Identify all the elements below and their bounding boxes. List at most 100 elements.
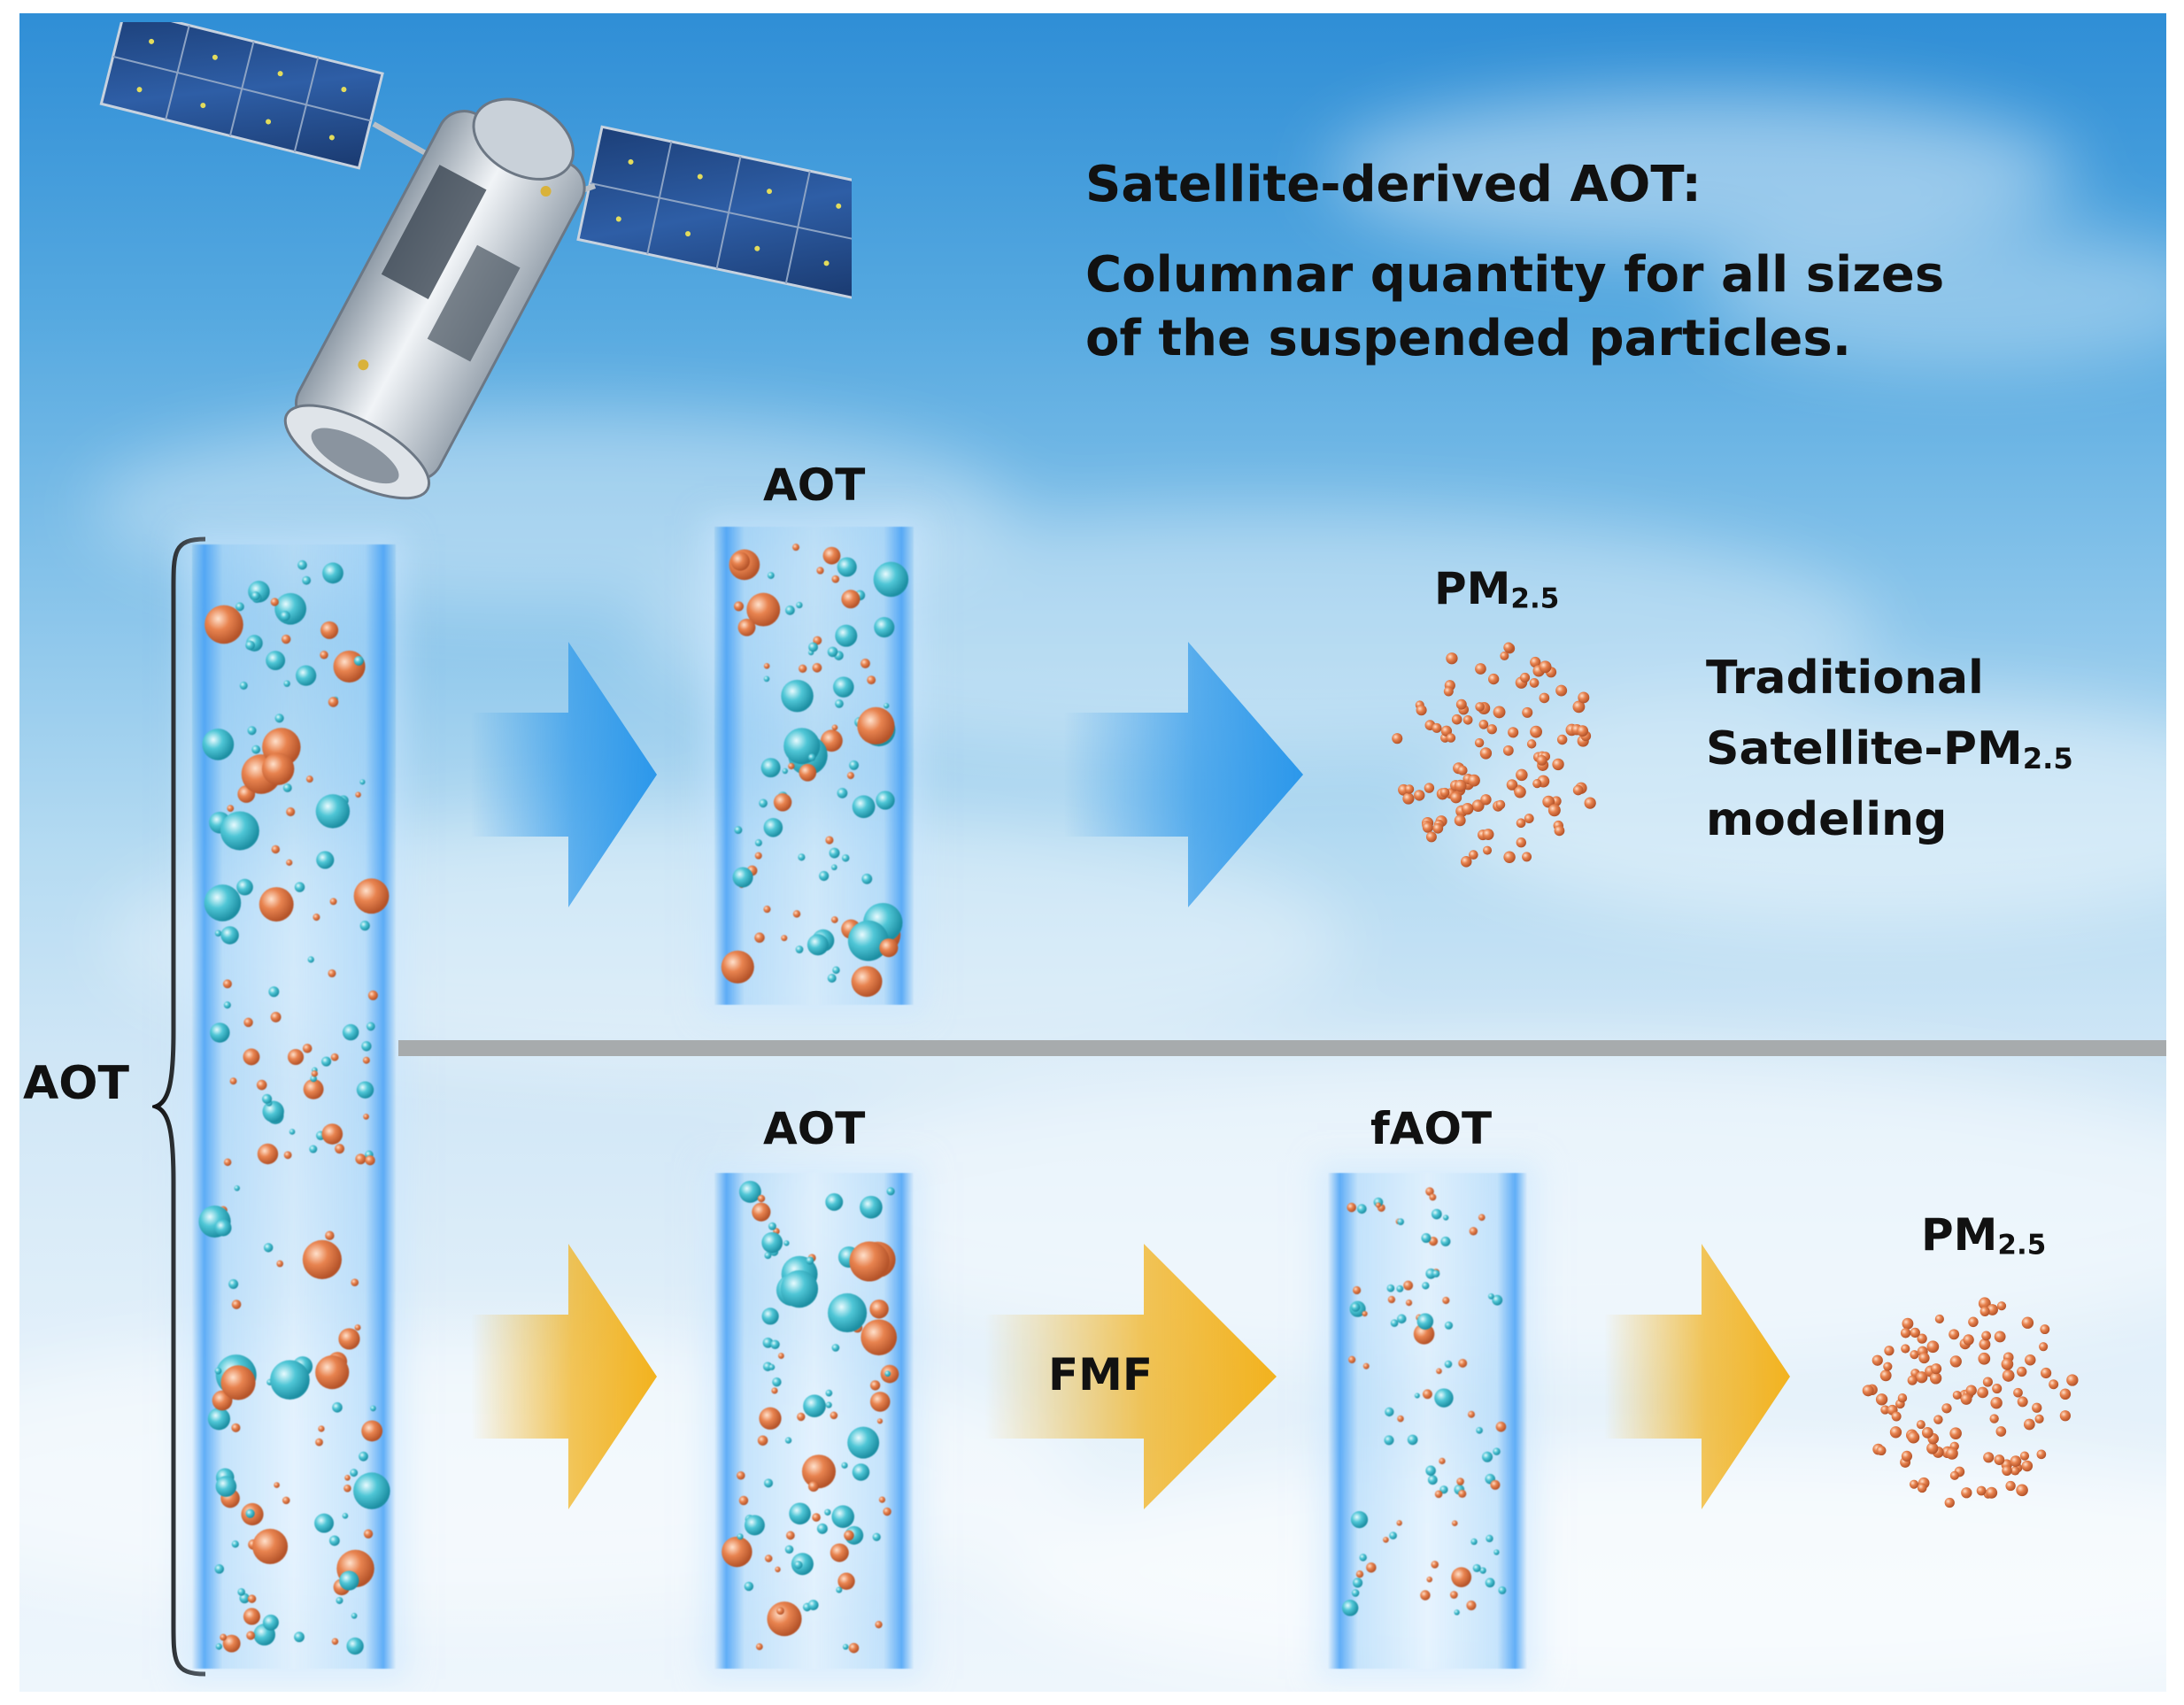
orange-particle (1554, 825, 1565, 837)
brace-icon (152, 536, 206, 1677)
orange-particle (792, 544, 800, 552)
cyan-particle (1482, 1451, 1493, 1462)
orange-particle (1404, 784, 1415, 794)
cyan-particle (836, 1586, 843, 1593)
orange-particle (1526, 739, 1537, 749)
orange-particle (1458, 1489, 1467, 1498)
orange-particle (797, 1412, 806, 1422)
orange-particle (355, 791, 361, 798)
cyan-particle (806, 934, 829, 956)
cyan-particle (825, 1401, 832, 1408)
orange-particle (1520, 672, 1531, 683)
cyan-particle (764, 1252, 772, 1260)
orange-particle (1995, 1426, 2007, 1437)
cyan-particle (231, 1540, 239, 1548)
orange-particle (1429, 1193, 1437, 1201)
orange-particle (1907, 1375, 1918, 1385)
orange-particle (812, 1513, 821, 1522)
cyan-particle (842, 1644, 849, 1650)
orange-particle (2005, 1480, 2016, 1492)
cyan-particle (784, 1545, 794, 1555)
cyan-particle (1351, 1302, 1361, 1312)
orange-particle (1493, 706, 1506, 719)
arrow-icon (471, 642, 657, 907)
cyan-particle (361, 1041, 372, 1052)
cyan-particle (734, 826, 743, 835)
cyan-particle (220, 926, 239, 945)
orange-particle (1917, 1483, 1927, 1493)
cyan-particle (359, 921, 370, 931)
orange-particle (320, 651, 328, 660)
orange-particle (1883, 1362, 1893, 1371)
orange-particle (330, 1053, 339, 1061)
traditional-line-1: Traditional (1706, 652, 1984, 705)
orange-particle (757, 1194, 766, 1203)
orange-particle (2039, 1342, 2049, 1352)
orange-particle (305, 775, 313, 783)
cyan-particle (884, 703, 890, 709)
cyan-particle (297, 559, 307, 570)
orange-particle (338, 1328, 360, 1350)
cyan-particle (1443, 1215, 1449, 1221)
cyan-particle (759, 798, 768, 808)
orange-particle (1449, 1591, 1458, 1599)
orange-particle (270, 598, 279, 606)
orange-particle (1516, 818, 1526, 829)
orange-particle (721, 950, 754, 984)
cyan-particle (353, 1472, 390, 1509)
cyan-particle (760, 758, 781, 778)
orange-particle (243, 1017, 253, 1028)
cyan-particle (798, 853, 806, 861)
orange-particle (757, 1435, 768, 1446)
cyan-particle (1479, 1567, 1486, 1574)
satellite-icon (99, 22, 852, 500)
orange-particle (1475, 702, 1485, 712)
orange-particle (1503, 851, 1516, 863)
orange-particle (315, 1438, 323, 1447)
cyan-particle (314, 1513, 334, 1533)
cyan-particle (207, 1408, 231, 1431)
cyan-particle (744, 1515, 765, 1536)
orange-particle (243, 1608, 261, 1625)
cyan-particle (835, 624, 858, 647)
cyan-particle (332, 1402, 343, 1413)
cyan-particle (294, 1632, 305, 1643)
orange-particle (1414, 790, 1425, 801)
arrow-icon (1604, 1244, 1790, 1509)
aot-column-bottom (714, 1173, 914, 1669)
orange-particle (1979, 1339, 1991, 1350)
orange-particle (848, 1642, 860, 1654)
orange-particle (1941, 1403, 1952, 1414)
orange-particle (1926, 1340, 1940, 1354)
cyan-particle (808, 642, 818, 652)
orange-particle (1397, 1415, 1404, 1423)
orange-particle (1965, 1385, 1977, 1396)
orange-particle (781, 935, 788, 942)
traditional-line-3: modeling (1706, 793, 1948, 846)
orange-particle (830, 916, 838, 923)
cyan-particle (1414, 1393, 1420, 1399)
orange-particle (755, 1643, 763, 1651)
cyan-particle (829, 847, 840, 859)
orange-particle (282, 1496, 290, 1505)
cyan-particle (1341, 1600, 1359, 1616)
orange-particle (363, 1529, 374, 1539)
cyan-particle (806, 1256, 814, 1265)
cyan-particle (339, 1570, 359, 1591)
orange-particle (767, 1601, 802, 1637)
orange-particle (261, 752, 295, 785)
cyan-particle (827, 646, 838, 658)
cyan-particle (1493, 1549, 1500, 1555)
cyan-particle (828, 1292, 868, 1333)
orange-particle (869, 1392, 891, 1412)
orange-particle (2041, 1367, 2052, 1379)
orange-particle (1949, 1355, 1962, 1368)
orange-particle (1530, 656, 1541, 668)
orange-particle (2049, 1379, 2059, 1390)
cyan-particle (1485, 1578, 1495, 1588)
orange-particle (1439, 1457, 1446, 1465)
orange-particle (1474, 737, 1485, 748)
orange-particle (837, 1572, 855, 1590)
orange-particle (1457, 765, 1468, 775)
cyan-particle (770, 1339, 780, 1349)
